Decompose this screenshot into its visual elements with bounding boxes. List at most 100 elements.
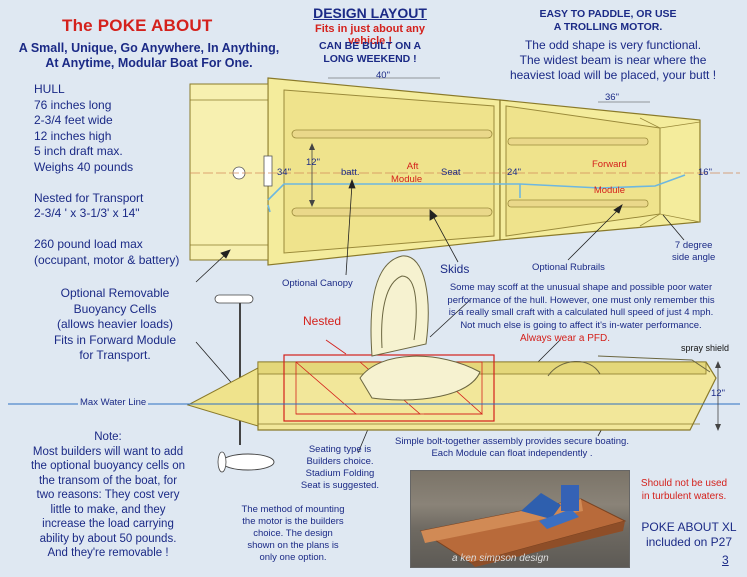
perf-line: is a really small craft with a calculate… [448, 307, 714, 318]
aft-line: Aft [406, 161, 419, 172]
bolt-line: Each Module can float independently . [431, 448, 593, 459]
weekend-note: CAN BE BUILT ON A LONG WEEKEND ! [300, 40, 440, 66]
performance-note: Some may scoff at the unusual shape and … [420, 282, 742, 332]
easy-paddle-note: EASY TO PADDLE, OR USE A TROLLING MOTOR. [508, 8, 708, 34]
spec-line: HULL [34, 82, 65, 96]
subtitle-line: At Anytime, Modular Boat For One. [45, 56, 253, 70]
bolt-line: Simple bolt-together assembly provides s… [395, 436, 629, 447]
easy-line: EASY TO PADDLE, OR USE [539, 8, 677, 20]
seating-line: Seating type is [308, 444, 372, 455]
motor-line: only one option. [259, 552, 327, 563]
poke-about-xl-note: POKE ABOUT XL included on P27 [634, 520, 744, 550]
subtitle: A Small, Unique, Go Anywhere, In Anythin… [14, 41, 284, 71]
spec-line: (occupant, motor & battery) [34, 252, 180, 267]
motor-line: the motor is the builders [242, 516, 344, 527]
perf-line: Not much else is going to affect it's in… [460, 319, 702, 331]
weekend-line: CAN BE BUILT ON A [318, 40, 422, 52]
dim-12-top: 12" [306, 157, 320, 168]
side-angle-label: 7 degree side angle [672, 240, 715, 264]
skids-label: Skids [440, 262, 470, 276]
buoy-line: Buoyancy Cells [73, 301, 157, 316]
note-line: the optional buoyancy cells on [30, 460, 186, 472]
photo-credit: a ken simpson design [452, 553, 549, 564]
seat-label: Seat [441, 167, 461, 178]
motor-line: The method of mounting [241, 504, 345, 515]
spec-line: 76 inches long [34, 97, 112, 112]
nested-label: Nested [303, 314, 342, 328]
fwd-line: Forward [592, 159, 627, 170]
dim-16: 16" [698, 167, 712, 178]
spec-line: 260 pound load max [34, 237, 143, 251]
aft-line: Module [391, 174, 423, 185]
battery-label: batt. [341, 167, 360, 178]
transom [189, 83, 269, 261]
page-title: The POKE ABOUT [62, 16, 213, 35]
forward-module-label: Forward Module [592, 152, 627, 204]
assembly-note: Simple bolt-together assembly provides s… [362, 436, 662, 460]
spec-line: Nested for Transport [34, 190, 144, 205]
dim-40: 40" [376, 70, 390, 81]
motor-note: The method of mounting the motor is the … [232, 504, 354, 564]
water-line-label: Max Water Line [78, 397, 149, 408]
odd-line: The odd shape is very functional. [524, 38, 702, 52]
turb-line: in turbulent waters. [641, 491, 727, 502]
aft-module-label: Aft Module [391, 160, 422, 186]
canopy-outline [267, 174, 686, 201]
xl-line: POKE ABOUT XL [641, 520, 737, 534]
fwd-line: Module [593, 185, 625, 196]
hull-specs: HULL 76 inches long 2-3/4 feet wide 12 i… [34, 82, 179, 268]
note-line: little to make, and they [50, 503, 166, 516]
page-number: 3 [722, 553, 729, 567]
motor-line: shown on the plans is [247, 540, 339, 551]
spec-line: 5 inch draft max. [34, 144, 123, 158]
note-line: And they're removable ! [47, 547, 169, 559]
odd-line: heaviest load will be placed, your butt … [509, 68, 717, 82]
odd-shape-note: The odd shape is very functional. The wi… [486, 38, 740, 83]
buoyancy-note: Optional Removable Buoyancy Cells (allow… [20, 286, 210, 364]
buoy-line: Optional Removable [60, 286, 170, 300]
angle-line: side angle [672, 252, 716, 263]
perf-line: performance of the hull. However, one mu… [447, 294, 715, 306]
note-line: ability by about 50 pounds. [39, 532, 177, 545]
spec-line [34, 222, 179, 238]
buoyancy-cell [186, 367, 259, 427]
note-line: two reasons: They cost very [36, 489, 180, 501]
dim-12-side: 12" [711, 388, 725, 399]
perf-line: Some may scoff at the unusual shape and … [449, 282, 713, 293]
weekend-line: LONG WEEKEND ! [323, 53, 417, 65]
angle-line: 7 degree [674, 240, 713, 251]
seat-outline [359, 255, 601, 401]
dim-34: 34" [277, 167, 291, 178]
spec-line: Weighs 40 pounds [34, 159, 134, 174]
note-line: the transom of the boat, for [38, 474, 178, 487]
pfd-warning: Always wear a PFD. [520, 333, 611, 344]
spec-line: 2-3/4 ' x 3-1/3' x 14" [34, 206, 140, 220]
seating-line: Stadium Folding [305, 468, 375, 479]
odd-line: The widest beam is near where the [519, 53, 707, 67]
boat-photo [410, 470, 630, 568]
motor-line: choice. The design [253, 528, 333, 539]
top-view-hull [189, 77, 740, 266]
spec-line [34, 175, 179, 191]
turbulent-warning: Should not be used in turbulent waters. [630, 477, 738, 503]
builder-note: Note: Most builders will want to add the… [18, 430, 198, 561]
easy-line: A TROLLING MOTOR. [553, 21, 663, 33]
dim-24: 24" [507, 167, 521, 178]
note-line: Note: [94, 431, 122, 443]
side-view-hull [8, 255, 740, 473]
canopy-label: Optional Canopy [282, 278, 353, 289]
nested-module [283, 354, 495, 422]
note-line: Most builders will want to add [32, 445, 184, 458]
seating-note: Seating type is Builders choice. Stadium… [292, 444, 388, 492]
buoy-line: (allows heavier loads) [56, 317, 174, 331]
note-line: increase the load carrying [42, 518, 174, 530]
rubrails-label: Optional Rubrails [532, 262, 605, 273]
turb-line: Should not be used [640, 478, 728, 489]
subtitle-line: A Small, Unique, Go Anywhere, In Anythin… [18, 41, 280, 55]
spray-shield-label: spray shield [681, 343, 730, 353]
buoy-line: for Transport. [79, 348, 151, 362]
seating-line: Seat is suggested. [300, 480, 380, 491]
xl-line: included on P27 [645, 535, 733, 549]
design-layout-heading: DESIGN LAYOUT [313, 5, 427, 21]
